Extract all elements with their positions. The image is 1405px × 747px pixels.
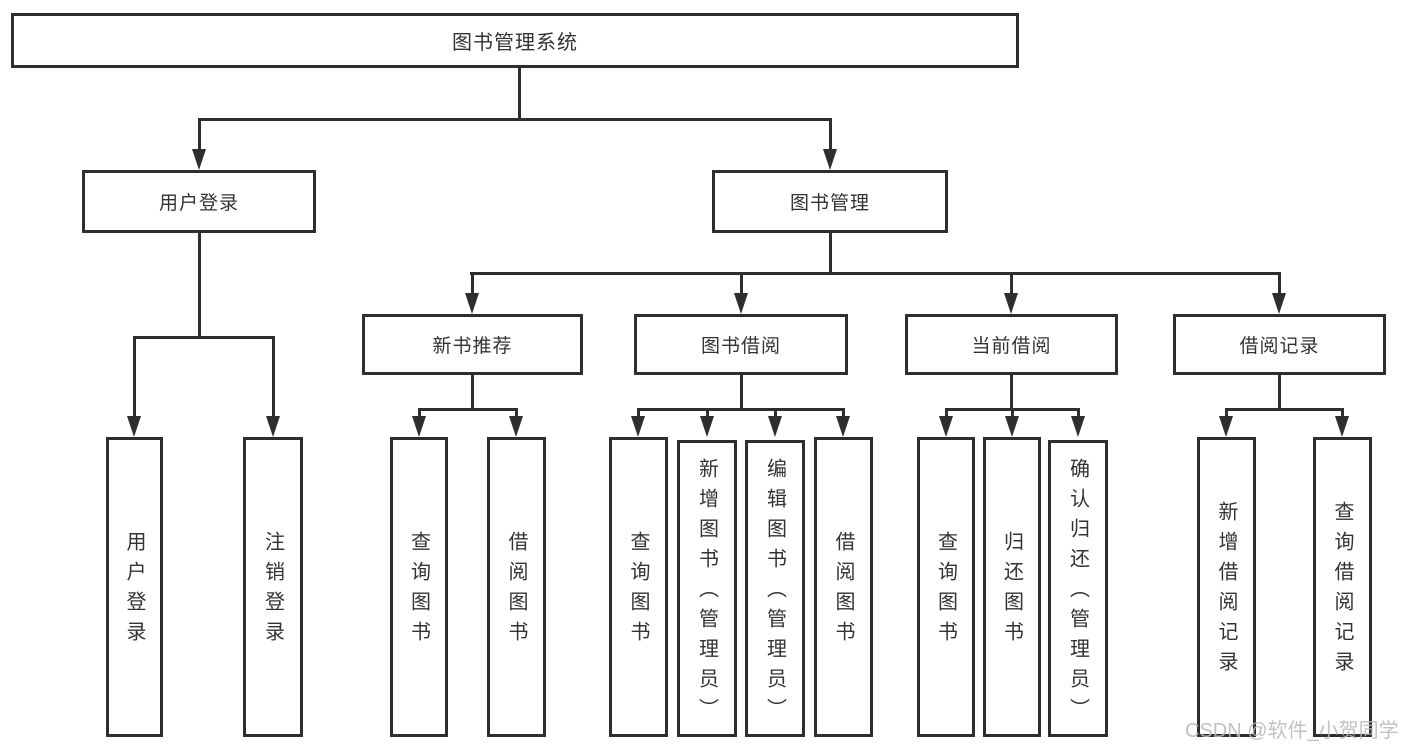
leaf-query-borrow-record: 查询借阅记录 xyxy=(1313,437,1372,737)
connector-arrow-groupB-leaf3-stem xyxy=(774,408,777,418)
arrowhead-groupC-leaf2 xyxy=(1005,416,1019,437)
connector-book-management-stem xyxy=(829,233,832,272)
leaf-add-book-admin: 新增图书（管理员） xyxy=(677,440,737,737)
connector-arrow-book-management-stem xyxy=(829,118,832,150)
connector-arrow-groupD-leaf2-stem xyxy=(1341,408,1344,418)
leaf-query-books-1: 查询图书 xyxy=(390,437,448,737)
node-book-borrow: 图书借阅 xyxy=(634,314,848,375)
connector-arrow-groupA-leaf1-stem xyxy=(418,408,421,418)
leaf-borrow-books-1: 借阅图书 xyxy=(487,437,546,737)
node-book-management: 图书管理 xyxy=(712,170,948,233)
arrowhead-groupA-leaf2 xyxy=(509,416,523,437)
connector-arrow-new-book-stem xyxy=(471,272,474,294)
arrowhead-leaf-user-login xyxy=(127,416,141,437)
arrowhead-borrow-records xyxy=(1272,293,1286,314)
arrowhead-groupD-leaf2 xyxy=(1335,416,1349,437)
arrowhead-groupD-leaf1 xyxy=(1219,416,1233,437)
arrowhead-groupB-leaf2 xyxy=(700,416,714,437)
leaf-add-borrow-record: 新增借阅记录 xyxy=(1197,437,1256,737)
arrowhead-user-login xyxy=(192,149,206,170)
leaf-confirm-return-admin: 确认归还（管理员） xyxy=(1048,440,1108,737)
connector-arrow-leaf-logout-stem xyxy=(272,336,275,417)
connector-arrow-book-borrow-stem xyxy=(740,272,743,294)
connector-groupB-stem xyxy=(740,375,743,408)
connector-arrow-groupD-leaf1-stem xyxy=(1225,408,1228,418)
node-user-login: 用户登录 xyxy=(82,170,316,233)
arrowhead-new-book-recommend xyxy=(465,293,479,314)
leaf-logout: 注销登录 xyxy=(243,437,303,737)
connector-arrow-groupB-leaf1-stem xyxy=(637,408,640,418)
connector-arrow-leaf-user-login-stem xyxy=(133,336,136,417)
connector-groupA-stem xyxy=(471,375,474,408)
arrowhead-groupB-leaf3 xyxy=(768,416,782,437)
arrowhead-current-borrow xyxy=(1004,293,1018,314)
connector-arrow-user-login-stem xyxy=(198,118,201,150)
connector-arrow-groupB-leaf4-stem xyxy=(842,408,845,418)
connector-groupA-horizontal xyxy=(418,408,518,411)
connector-arrow-groupC-leaf2-stem xyxy=(1011,408,1014,418)
connector-arrow-groupC-leaf1-stem xyxy=(945,408,948,418)
arrowhead-book-management xyxy=(823,149,837,170)
connector-user-login-stem xyxy=(198,233,201,336)
arrowhead-groupB-leaf1 xyxy=(631,416,645,437)
connector-arrow-borrow-records-stem xyxy=(1278,272,1281,294)
leaf-user-login: 用户登录 xyxy=(106,437,163,737)
connector-root-stem xyxy=(518,68,521,118)
node-root: 图书管理系统 xyxy=(11,13,1019,68)
connector-level3-horizontal xyxy=(470,272,1281,275)
connector-user-login-horizontal xyxy=(133,336,275,339)
node-borrow-records: 借阅记录 xyxy=(1173,314,1386,375)
leaf-edit-book-admin: 编辑图书（管理员） xyxy=(745,440,805,737)
arrowhead-groupC-leaf3 xyxy=(1071,416,1085,437)
watermark: CSDN @软件_小贺同学 xyxy=(1185,720,1399,742)
connector-arrow-groupB-leaf2-stem xyxy=(706,408,709,418)
node-current-borrow: 当前借阅 xyxy=(905,314,1118,375)
connector-arrow-groupC-leaf3-stem xyxy=(1077,408,1080,418)
arrowhead-groupC-leaf1 xyxy=(939,416,953,437)
connector-groupD-horizontal xyxy=(1225,408,1344,411)
leaf-borrow-books-2: 借阅图书 xyxy=(814,437,873,737)
node-new-book-recommend: 新书推荐 xyxy=(362,314,583,375)
arrowhead-groupB-leaf4 xyxy=(836,416,850,437)
arrowhead-book-borrow xyxy=(734,293,748,314)
connector-groupD-stem xyxy=(1278,375,1281,408)
connector-arrow-current-borrow-stem xyxy=(1010,272,1013,294)
leaf-return-book: 归还图书 xyxy=(983,437,1041,737)
arrowhead-leaf-logout xyxy=(266,416,280,437)
connector-level2-horizontal xyxy=(198,118,831,121)
connector-groupB-horizontal xyxy=(637,408,845,411)
arrowhead-groupA-leaf1 xyxy=(412,416,426,437)
leaf-query-books-2: 查询图书 xyxy=(609,437,668,737)
connector-arrow-groupA-leaf2-stem xyxy=(515,408,518,418)
connector-groupC-stem xyxy=(1010,375,1013,408)
leaf-query-books-3: 查询图书 xyxy=(917,437,975,737)
